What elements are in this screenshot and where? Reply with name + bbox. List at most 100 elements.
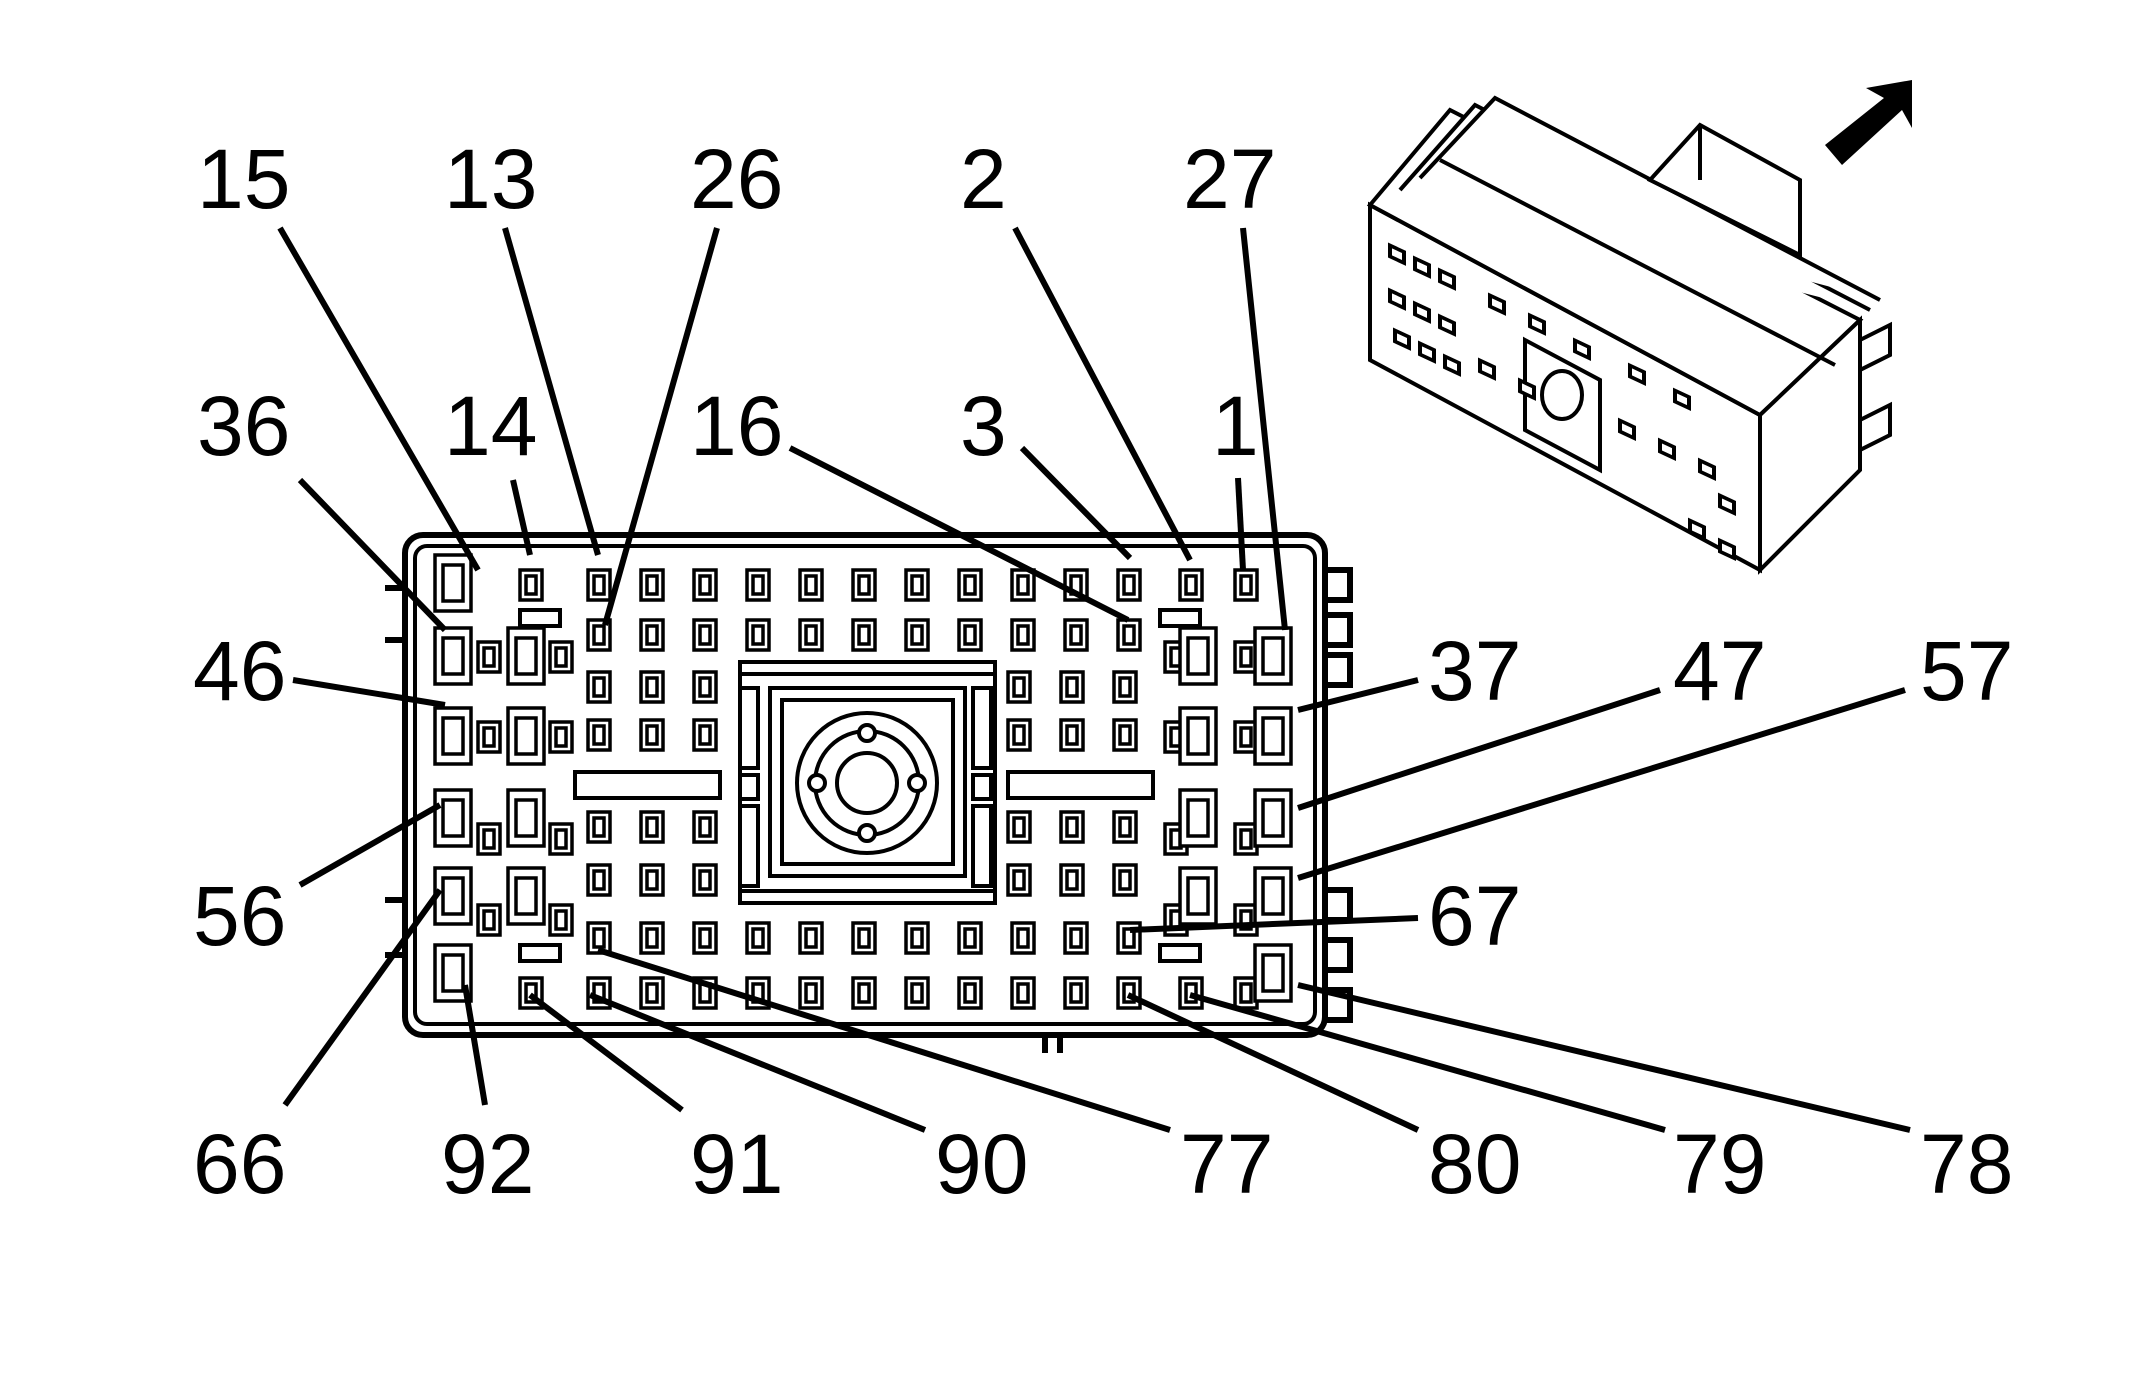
pin-cavity-inner [963, 574, 977, 596]
pin-cavity-inner [804, 927, 818, 949]
pin-cavity-inner [1065, 724, 1079, 746]
iso-slot [1573, 337, 1591, 361]
pin-cavity-inner [1261, 876, 1285, 916]
pin-cavity-inner [910, 624, 924, 646]
pin-cavity-inner [441, 636, 465, 676]
pin-cavity-inner [514, 716, 538, 756]
iso-slot [1443, 353, 1461, 377]
pin-cavity-inner [857, 982, 871, 1004]
iso-slot [1718, 492, 1736, 516]
pin-cavity-inner [482, 726, 496, 748]
pin-cavity-inner [554, 726, 568, 748]
pin-cavity-inner [698, 869, 712, 891]
pin-label-79: 79 [1673, 1117, 1766, 1211]
pin-cavity-inner [1239, 574, 1253, 596]
pin-cavity-inner [910, 982, 924, 1004]
pin-cavity-inner [1012, 676, 1026, 698]
pin-cavity-inner [592, 624, 606, 646]
pin-cavity-inner [857, 927, 871, 949]
pin-cavity-inner [645, 574, 659, 596]
pin-label-1: 1 [1212, 379, 1259, 473]
pin-cavity-inner [857, 624, 871, 646]
pin-cavity-inner [592, 574, 606, 596]
pin-cavity-inner [441, 563, 465, 603]
pin-cavity-inner [1186, 876, 1210, 916]
iso-slot [1528, 312, 1546, 336]
pin-cavity-inner [804, 574, 818, 596]
pin-cavity-inner [698, 724, 712, 746]
pin-cavity-inner [804, 624, 818, 646]
pin-cavity-inner [1065, 676, 1079, 698]
pin-cavity-inner [554, 909, 568, 931]
pin-cavity-inner [804, 982, 818, 1004]
pin-cavity-inner [1261, 798, 1285, 838]
pin-cavity-inner [1239, 909, 1253, 931]
iso-slot [1418, 340, 1436, 364]
pin-cavity-inner [592, 982, 606, 1004]
pin-cavity-inner [1069, 927, 1083, 949]
pin-label-27: 27 [1183, 132, 1276, 226]
pin-cavity-inner [1065, 816, 1079, 838]
pin-cavity-inner [1239, 646, 1253, 668]
pin-cavity-inner [698, 676, 712, 698]
pin-cavity-inner [1186, 636, 1210, 676]
pin-cavity-inner [1016, 624, 1030, 646]
pin-cavity-inner [645, 982, 659, 1004]
pin-cavity-inner [698, 624, 712, 646]
pin-cavity-inner [592, 816, 606, 838]
iso-slot [1438, 267, 1456, 291]
pin-cavity-inner [1016, 982, 1030, 1004]
pin-cavity-inner [1012, 724, 1026, 746]
iso-slot [1698, 457, 1716, 481]
pin-cavity-inner [1012, 816, 1026, 838]
pin-cavity-inner [1261, 716, 1285, 756]
pin-cavity-inner [592, 927, 606, 949]
pin-cavity-inner [698, 574, 712, 596]
iso-slot [1413, 255, 1431, 279]
pin-label-36: 36 [197, 379, 290, 473]
pin-cavity-inner [645, 927, 659, 949]
pin-cavity-inner [1069, 982, 1083, 1004]
pin-cavity-inner [1065, 869, 1079, 891]
pin-cavity-inner [1239, 828, 1253, 850]
pin-label-13: 13 [444, 132, 537, 226]
pin-cavity-inner [592, 676, 606, 698]
pin-cavity-inner [963, 982, 977, 1004]
pin-cavity-inner [910, 927, 924, 949]
pin-cavity-inner [1016, 927, 1030, 949]
iso-slot [1688, 517, 1706, 541]
pin-cavities [433, 553, 1293, 1010]
iso-slot [1718, 537, 1736, 561]
pin-label-91: 91 [690, 1117, 783, 1211]
pin-cavity-inner [698, 927, 712, 949]
pin-cavity-inner [441, 876, 465, 916]
iso-slot [1478, 357, 1496, 381]
iso-slot [1393, 327, 1411, 351]
iso-slot [1618, 417, 1636, 441]
pin-cavity-inner [524, 982, 538, 1004]
iso-slot [1388, 242, 1406, 266]
pin-label-3: 3 [960, 379, 1007, 473]
pin-cavity-inner [554, 828, 568, 850]
pin-cavity-inner [751, 574, 765, 596]
iso-slot [1438, 313, 1456, 337]
pin-label-26: 26 [690, 132, 783, 226]
pin-cavity-inner [1186, 798, 1210, 838]
pin-label-16: 16 [690, 379, 783, 473]
pin-cavity-inner [963, 624, 977, 646]
pin-cavity-inner [963, 927, 977, 949]
iso-slot [1388, 287, 1406, 311]
pin-label-77: 77 [1180, 1117, 1273, 1211]
pin-cavity-inner [645, 676, 659, 698]
pin-label-78: 78 [1920, 1117, 2013, 1211]
pin-cavity-inner [592, 869, 606, 891]
pin-label-37: 37 [1428, 624, 1521, 718]
direction-arrow-icon [1825, 80, 1912, 165]
pin-cavity-inner [592, 724, 606, 746]
pin-label-2: 2 [960, 132, 1007, 226]
pin-cavity-inner [1118, 816, 1132, 838]
pin-cavity-inner [1239, 726, 1253, 748]
iso-slot [1413, 300, 1431, 324]
pin-label-56: 56 [193, 869, 286, 963]
connector-isometric-icon [1366, 95, 1892, 575]
